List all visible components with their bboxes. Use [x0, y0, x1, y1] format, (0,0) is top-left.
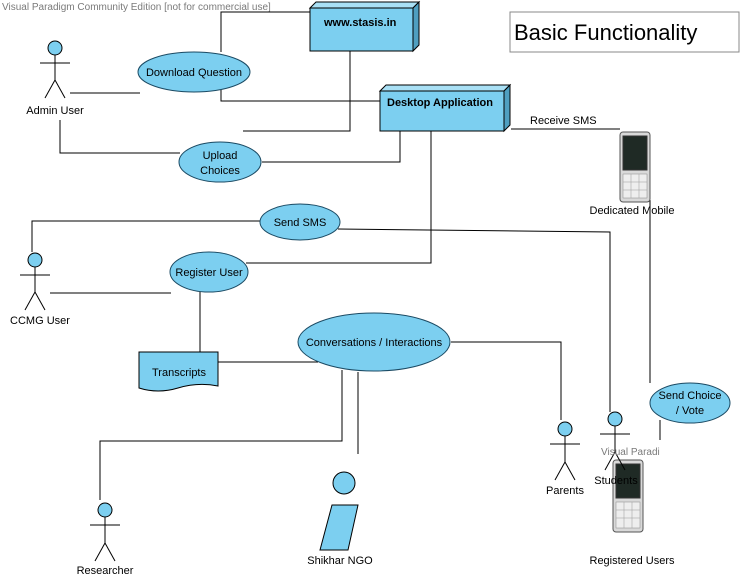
usecase-upload-label-2: Choices — [200, 165, 240, 177]
usecase-conversations[interactable]: Conversations / Interactions — [297, 312, 451, 372]
actor-researcher[interactable]: Researcher — [77, 502, 134, 577]
desktop-application-label: Desktop Application — [387, 97, 493, 109]
edge-download-website — [220, 11, 310, 52]
actor-parents-label: Parents — [546, 485, 584, 497]
usecase-send-choice-label-1: Send Choice — [659, 390, 722, 402]
actor-admin-label: Admin User — [26, 105, 84, 117]
actor-ccmg-label: CCMG User — [10, 315, 70, 327]
usecase-register-user[interactable]: Register User — [169, 251, 249, 293]
edge-ccmg-sendsms — [31, 220, 262, 252]
usecase-conversations-label: Conversations / Interactions — [306, 337, 443, 349]
actor-researcher-label: Researcher — [77, 565, 134, 577]
receive-sms-label: Receive SMS — [530, 115, 597, 127]
usecase-upload-choices[interactable]: Upload Choices — [178, 141, 262, 183]
diagram-title: Basic Functionality — [514, 20, 697, 45]
website-node[interactable]: www.stasis.in — [308, 0, 421, 53]
actor-shikhar-ngo[interactable]: Shikhar NGO — [307, 471, 373, 567]
transcripts-artifact[interactable]: Transcripts — [138, 351, 219, 392]
dedicated-mobile-phone[interactable]: Dedicated Mobile — [590, 131, 675, 217]
vp-overlap-watermark: Visual Paradi — [601, 447, 660, 458]
usecase-download-question[interactable]: Download Question — [137, 51, 251, 93]
transcripts-label: Transcripts — [152, 367, 206, 379]
website-label: www.stasis.in — [323, 17, 397, 29]
edge-admin-upload — [59, 120, 180, 154]
edge-upload-desktop — [262, 131, 401, 163]
edge-conversations-researcher — [99, 370, 343, 500]
edge-website-upload — [243, 50, 351, 132]
edge-desktop-register — [246, 131, 432, 264]
usecase-send-choice[interactable]: Send Choice / Vote — [649, 382, 731, 424]
actor-students-label: Students — [594, 475, 638, 487]
desktop-application-node[interactable]: Desktop Application — [378, 83, 512, 133]
registered-users-phone[interactable]: Registered Users — [590, 459, 675, 567]
usecase-send-choice-label-2: / Vote — [676, 405, 704, 417]
actor-ngo-label: Shikhar NGO — [307, 555, 373, 567]
actor-students[interactable]: Visual Paradi Students — [594, 411, 660, 487]
dedicated-mobile-label: Dedicated Mobile — [590, 205, 675, 217]
actor-parents[interactable]: Parents — [546, 421, 584, 497]
usecase-register-label: Register User — [175, 267, 243, 279]
actor-ccmg-user[interactable]: CCMG User — [10, 252, 70, 327]
usecase-upload-label-1: Upload — [203, 150, 238, 162]
ngo-body-icon — [319, 504, 359, 551]
edge-sendsms-students — [337, 228, 611, 412]
edge-conversations-parents — [451, 341, 562, 420]
edge-download-desktop — [220, 90, 380, 102]
watermark-text: Visual Paradigm Community Edition [not f… — [2, 2, 271, 13]
usecase-send-sms-label: Send SMS — [274, 217, 327, 229]
actor-admin-user[interactable]: Admin User — [26, 40, 84, 117]
connectors — [31, 11, 661, 500]
usecase-send-sms[interactable]: Send SMS — [259, 203, 341, 241]
usecase-download-label: Download Question — [146, 67, 242, 79]
registered-users-label: Registered Users — [590, 555, 675, 567]
title-box — [509, 11, 740, 53]
